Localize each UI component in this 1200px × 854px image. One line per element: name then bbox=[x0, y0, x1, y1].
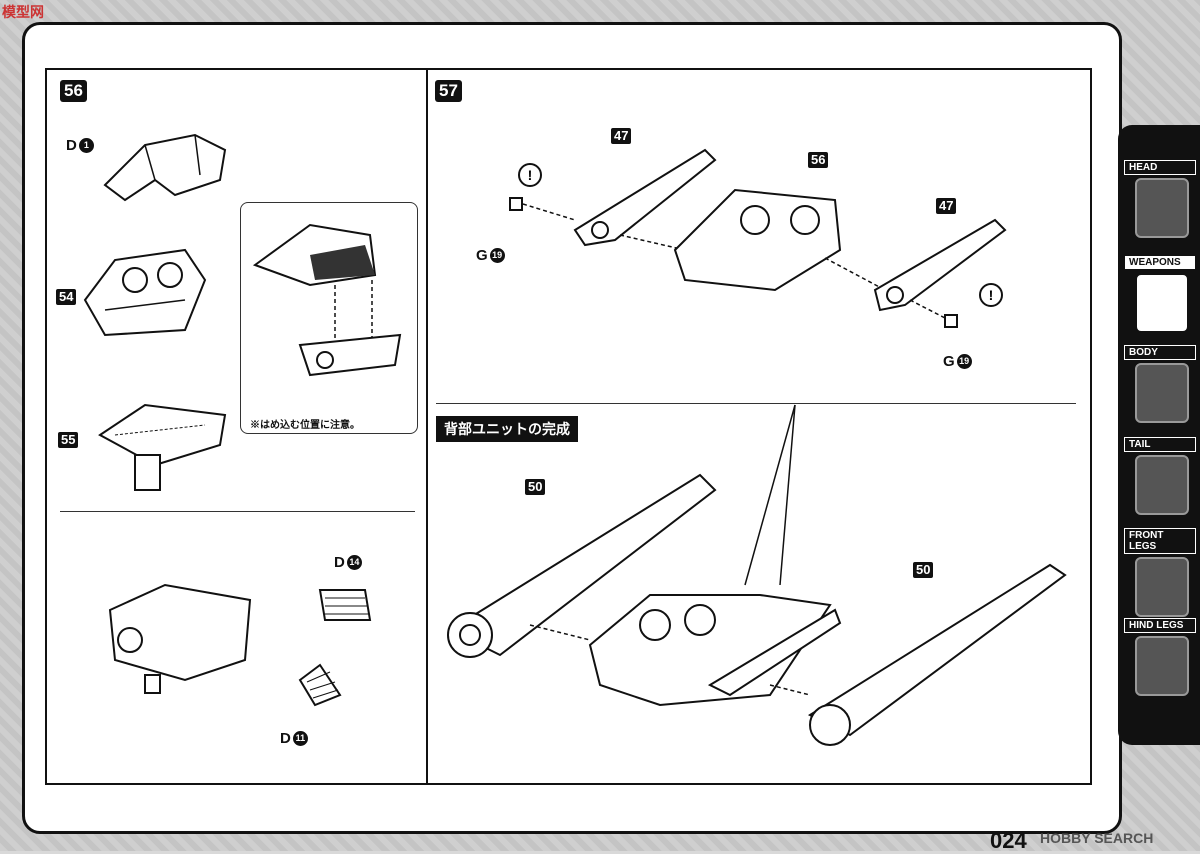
tab-label: HIND LEGS bbox=[1124, 618, 1196, 633]
part-drawing-54 bbox=[83, 248, 207, 337]
tab-thumbnail bbox=[1135, 363, 1189, 423]
caution-icon-right: ! bbox=[979, 283, 1003, 307]
tab-label: WEAPONS bbox=[1124, 255, 1196, 270]
completed-unit-drawing bbox=[447, 404, 1067, 746]
panel-divider bbox=[426, 68, 428, 783]
tab-hind-legs[interactable]: HIND LEGS bbox=[1124, 618, 1196, 696]
part-label-47-right: 47 bbox=[936, 198, 957, 214]
part-drawing-55 bbox=[98, 403, 227, 491]
step-number-56: 56 bbox=[60, 80, 87, 102]
tab-label: HEAD bbox=[1124, 160, 1196, 175]
section-divider-left bbox=[60, 511, 415, 512]
page-number: 024 bbox=[990, 828, 1027, 853]
tab-thumbnail bbox=[1135, 178, 1189, 238]
tab-front-legs[interactable]: FRONT LEGS bbox=[1124, 528, 1196, 617]
watermark-credit: HOBBY SEARCH bbox=[1040, 830, 1154, 846]
tab-thumbnail bbox=[1135, 273, 1189, 333]
part-drawing-d1 bbox=[103, 133, 227, 202]
part-label-50-right: 50 bbox=[913, 562, 934, 578]
tab-weapons[interactable]: WEAPONS bbox=[1124, 255, 1196, 333]
section-divider-right bbox=[436, 403, 1076, 404]
watermark-logo: 模型网 bbox=[2, 4, 44, 20]
callout-drawing bbox=[252, 223, 402, 377]
tab-head[interactable]: HEAD bbox=[1124, 160, 1196, 238]
part-drawing-assembly-detail bbox=[108, 583, 252, 694]
caution-icon-left: ! bbox=[518, 163, 542, 187]
tab-thumbnail bbox=[1135, 455, 1189, 515]
part-label-47-left: 47 bbox=[611, 128, 632, 144]
step-number-57: 57 bbox=[435, 80, 462, 102]
part-drawing-d14 bbox=[318, 589, 372, 621]
tab-thumbnail bbox=[1135, 557, 1189, 617]
part-label-50-left: 50 bbox=[525, 479, 546, 495]
tab-label: BODY bbox=[1124, 345, 1196, 360]
part-label-55: 55 bbox=[58, 432, 79, 448]
part-label-56: 56 bbox=[808, 152, 829, 168]
tab-tail[interactable]: TAIL bbox=[1124, 437, 1196, 515]
step57-drawing bbox=[509, 148, 1007, 328]
fitting-note: ※はめ込む位置に注意。 bbox=[250, 420, 360, 431]
tab-body[interactable]: BODY bbox=[1124, 345, 1196, 423]
tab-label: TAIL bbox=[1124, 437, 1196, 452]
tab-thumbnail bbox=[1135, 636, 1189, 696]
completion-banner: 背部ユニットの完成 bbox=[436, 416, 578, 442]
tab-label: FRONT LEGS bbox=[1124, 528, 1196, 554]
part-drawing-d11 bbox=[298, 663, 342, 707]
part-label-54: 54 bbox=[56, 289, 77, 305]
